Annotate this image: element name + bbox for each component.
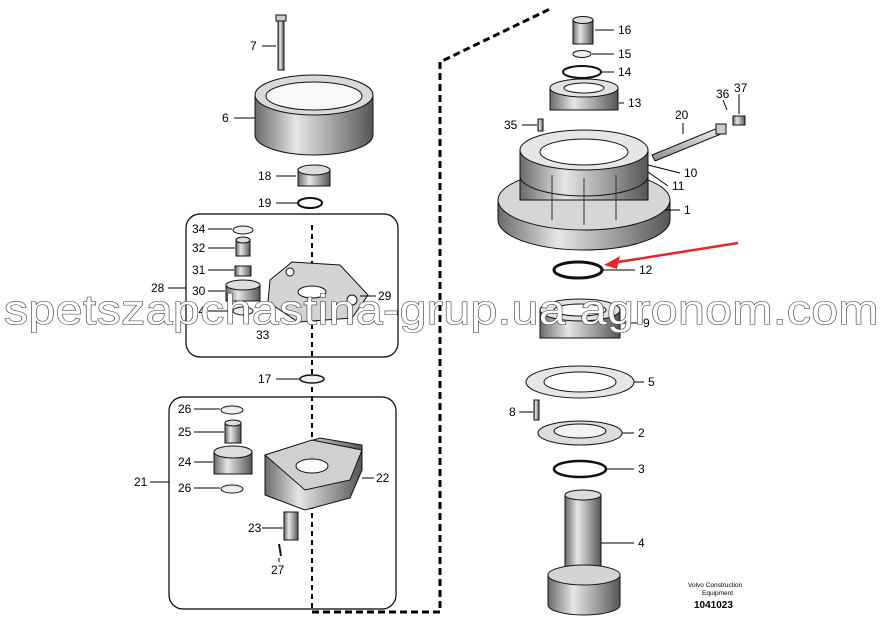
- part-37-plug: [732, 115, 746, 126]
- label-27: 27: [271, 563, 285, 577]
- label-2: 2: [638, 426, 645, 440]
- assembly-box-28: [185, 213, 399, 358]
- part-25-bushing: [224, 419, 242, 444]
- part-number-labels: 7 6 18 19 34 32 31 30 34 33 28 29 17 26 …: [134, 23, 748, 577]
- part-23-pin: [283, 511, 299, 541]
- dashed-assembly-frame: [312, 6, 553, 614]
- part-32-bushing: [235, 236, 251, 257]
- part-35-pin: [537, 118, 544, 132]
- part-7-bolt: [275, 14, 287, 71]
- label-34-top: 34: [192, 222, 206, 236]
- label-18: 18: [258, 169, 272, 183]
- part-34-washer-bottom: [232, 306, 254, 316]
- part-9-bearing: [539, 298, 621, 339]
- part-22-planet-carrier: [264, 437, 363, 511]
- label-8: 8: [509, 405, 516, 419]
- label-16: 16: [618, 23, 632, 37]
- label-24: 24: [178, 455, 192, 469]
- label-34-bottom: 34: [192, 304, 206, 318]
- part-13-bearing: [549, 78, 619, 111]
- drawing-code: 1041023: [694, 600, 733, 611]
- brand-line-2: Equipment: [702, 590, 733, 597]
- label-11: 11: [672, 179, 685, 193]
- label-6: 6: [222, 111, 229, 125]
- part-6-ring-gear: [254, 74, 374, 156]
- label-15: 15: [618, 47, 632, 61]
- label-36: 36: [716, 87, 730, 101]
- label-3: 3: [638, 462, 645, 476]
- part-27-spring-pin: [278, 543, 282, 557]
- label-9: 9: [643, 316, 650, 330]
- part-24-planet-gear: [213, 445, 253, 475]
- label-28: 28: [151, 281, 165, 295]
- label-31: 31: [192, 263, 206, 277]
- label-12: 12: [639, 263, 653, 277]
- part-29-carrier-plate: [267, 261, 369, 323]
- part-18-sun-gear: [297, 164, 331, 187]
- label-23: 23: [248, 521, 262, 535]
- label-5: 5: [648, 375, 655, 389]
- label-21: 21: [134, 475, 148, 489]
- label-32: 32: [192, 241, 206, 255]
- part-20-drain-pipe: [651, 123, 727, 162]
- label-7: 7: [250, 39, 257, 53]
- part-17-ring: [299, 374, 325, 384]
- label-29: 29: [378, 289, 392, 303]
- assembly-box-21: [168, 396, 397, 610]
- part-26-washer-top: [220, 405, 244, 415]
- label-26-bottom: 26: [178, 481, 192, 495]
- part-12-seal: [552, 260, 604, 280]
- part-3-ring: [552, 459, 608, 479]
- part-31-pin: [234, 265, 252, 277]
- label-37: 37: [734, 81, 748, 95]
- label-13: 13: [628, 96, 642, 110]
- label-14: 14: [618, 65, 632, 79]
- part-2-plate: [537, 420, 623, 446]
- part-14-ring: [562, 65, 602, 79]
- part-15-washer: [572, 50, 592, 58]
- part-1-housing: [497, 129, 671, 251]
- label-26-top: 26: [178, 402, 192, 416]
- label-22: 22: [376, 471, 390, 485]
- label-30: 30: [192, 284, 206, 298]
- part-4-pinion-shaft: [547, 489, 621, 616]
- label-4: 4: [638, 536, 645, 550]
- part-8-bolt: [533, 399, 540, 421]
- highlight-arrowhead: [604, 256, 620, 269]
- leader-lines: [150, 29, 740, 562]
- label-10: 10: [684, 166, 698, 180]
- label-20: 20: [675, 108, 689, 122]
- label-33: 33: [256, 328, 270, 342]
- brand-line-1: Volvo Construction: [688, 582, 743, 589]
- part-19-ring: [297, 197, 323, 209]
- label-1: 1: [684, 203, 691, 217]
- watermark-text: spetszapchastina-grup.ua agronom.com: [4, 286, 879, 333]
- part-34-washer-top: [232, 225, 254, 235]
- highlight-arrow: [611, 241, 739, 265]
- part-5-retainer-plate: [525, 365, 635, 399]
- label-19: 19: [258, 196, 272, 210]
- part-16-pinion: [572, 16, 594, 45]
- label-25: 25: [178, 425, 192, 439]
- label-17: 17: [258, 372, 272, 386]
- part-26-washer-bottom: [220, 484, 244, 494]
- label-35: 35: [504, 118, 518, 132]
- part-30-planet-gear: [225, 279, 261, 302]
